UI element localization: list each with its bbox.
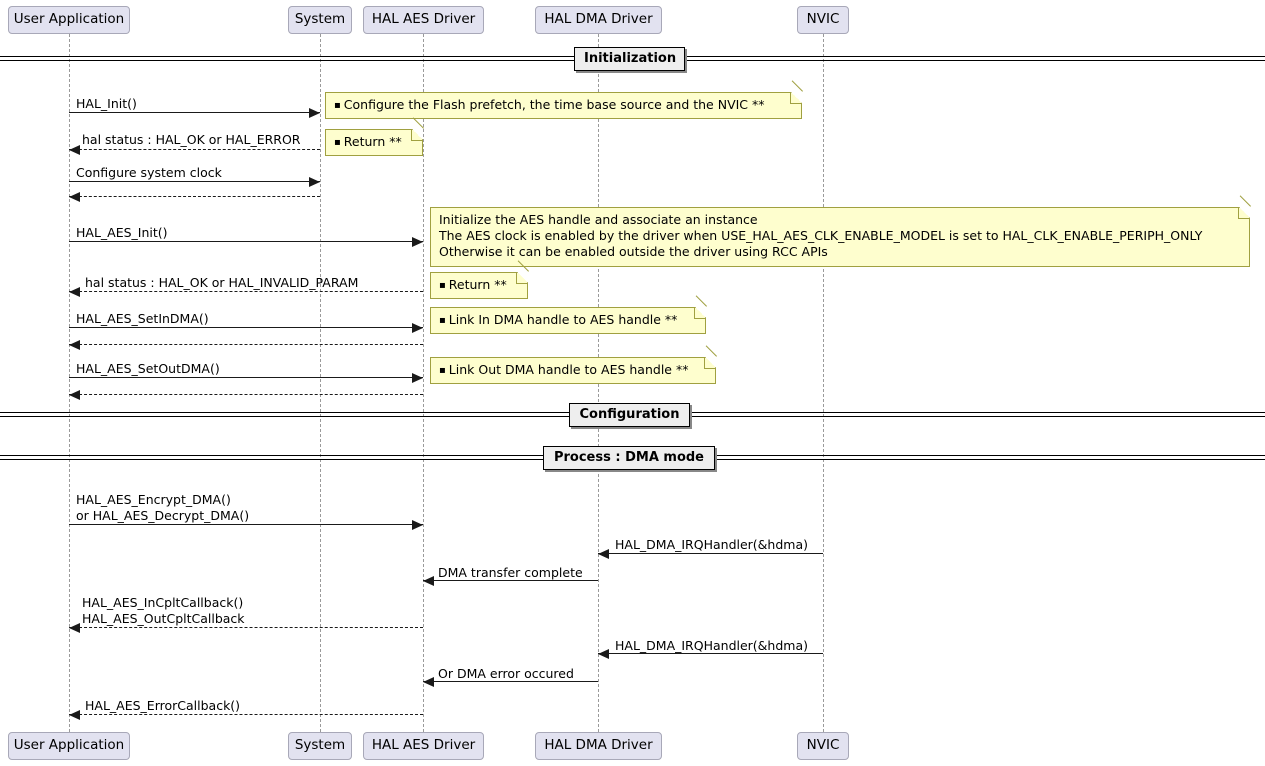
note-bullet-icon: ▪ — [439, 280, 446, 291]
message-line — [69, 196, 320, 197]
message-line — [69, 344, 423, 345]
note-fold-corner-icon — [411, 129, 423, 141]
message-line — [69, 627, 423, 628]
message-label: Or DMA error occured — [438, 666, 574, 681]
participant-aes-footer[interactable]: HAL AES Driver — [363, 732, 484, 760]
participant-system-header[interactable]: System — [288, 6, 352, 34]
participant-label: NVIC — [806, 737, 840, 754]
message-arrowhead — [309, 176, 320, 187]
message-label: hal status : HAL_OK or HAL_INVALID_PARAM — [85, 275, 359, 290]
participant-label: HAL DMA Driver — [544, 11, 653, 28]
message-line — [69, 291, 423, 292]
participant-label: User Application — [13, 737, 125, 754]
participant-aes-header[interactable]: HAL AES Driver — [363, 6, 484, 34]
message-label: HAL_AES_Encrypt_DMA() or HAL_AES_Decrypt… — [76, 492, 250, 523]
message-label: HAL_AES_SetOutDMA() — [76, 361, 220, 376]
message-label: hal status : HAL_OK or HAL_ERROR — [82, 132, 301, 147]
note-fold-corner-icon — [694, 307, 706, 319]
message-arrowhead — [69, 389, 80, 400]
lifeline-user — [69, 34, 70, 732]
participant-user-header[interactable]: User Application — [8, 6, 130, 34]
note-bullet-icon: ▪ — [439, 315, 446, 326]
message-line — [69, 524, 423, 525]
message-line — [69, 327, 423, 328]
participant-nvic-header[interactable]: NVIC — [797, 6, 849, 34]
note: ▪Return ** — [430, 272, 528, 299]
divider-label: Configuration — [569, 403, 690, 427]
message-line — [69, 394, 423, 395]
note-text: Configure the Flash prefetch, the time b… — [343, 97, 765, 112]
note-fold-corner-icon — [704, 357, 716, 369]
note-text: Initialize the AES handle and associate … — [439, 212, 1203, 259]
note: Initialize the AES handle and associate … — [430, 207, 1250, 267]
participant-label: HAL AES Driver — [371, 11, 476, 28]
participant-label: System — [294, 11, 346, 28]
participant-label: HAL DMA Driver — [544, 737, 653, 754]
note-fold-corner-icon — [1238, 207, 1250, 219]
message-line — [423, 580, 598, 581]
message-label: HAL_AES_ErrorCallback() — [85, 698, 241, 713]
note-bullet-icon: ▪ — [334, 100, 341, 111]
message-arrowhead — [69, 286, 80, 297]
note-text: Link Out DMA handle to AES handle ** — [448, 362, 689, 377]
message-arrowhead — [69, 622, 80, 633]
message-arrowhead — [412, 322, 423, 333]
message-arrowhead — [412, 372, 423, 383]
message-line — [69, 112, 320, 113]
note-text: Link In DMA handle to AES handle ** — [448, 312, 678, 327]
lifeline-system — [320, 34, 321, 732]
message-line — [69, 241, 423, 242]
participant-label: User Application — [13, 11, 125, 28]
message-label: HAL_AES_Init() — [76, 225, 168, 240]
message-line — [598, 553, 823, 554]
participant-label: System — [294, 737, 346, 754]
message-label: HAL_AES_SetInDMA() — [76, 311, 209, 326]
message-line — [69, 181, 320, 182]
note: ▪Link Out DMA handle to AES handle ** — [430, 357, 716, 384]
message-line — [69, 714, 423, 715]
participant-system-footer[interactable]: System — [288, 732, 352, 760]
message-label: DMA transfer complete — [438, 565, 583, 580]
message-arrowhead — [423, 676, 434, 687]
note-text: Return ** — [343, 134, 402, 149]
message-label: HAL_DMA_IRQHandler(&hdma) — [615, 638, 808, 653]
message-arrowhead — [598, 648, 609, 659]
message-arrowhead — [412, 519, 423, 530]
message-arrowhead — [309, 107, 320, 118]
message-arrowhead — [69, 339, 80, 350]
participant-label: NVIC — [806, 11, 840, 28]
note-fold-corner-icon — [790, 92, 802, 104]
message-arrowhead — [412, 236, 423, 247]
message-arrowhead — [598, 548, 609, 559]
lifeline-nvic — [823, 34, 824, 732]
note: ▪Return ** — [325, 129, 423, 156]
participant-nvic-footer[interactable]: NVIC — [797, 732, 849, 760]
message-line — [598, 653, 823, 654]
note: ▪Configure the Flash prefetch, the time … — [325, 92, 802, 119]
note: ▪Link In DMA handle to AES handle ** — [430, 307, 706, 334]
message-label: HAL_Init() — [76, 96, 137, 111]
message-line — [423, 681, 598, 682]
message-arrowhead — [69, 191, 80, 202]
note-bullet-icon: ▪ — [334, 137, 341, 148]
message-line — [69, 149, 320, 150]
message-arrowhead — [423, 575, 434, 586]
message-label: Configure system clock — [76, 165, 222, 180]
message-line — [69, 377, 423, 378]
message-arrowhead — [69, 144, 80, 155]
note-text: Return ** — [448, 277, 507, 292]
participant-dma-header[interactable]: HAL DMA Driver — [535, 6, 662, 34]
participant-user-footer[interactable]: User Application — [8, 732, 130, 760]
participant-label: HAL AES Driver — [371, 737, 476, 754]
message-label: HAL_AES_InCpltCallback() HAL_AES_OutCplt… — [82, 595, 245, 626]
message-label: HAL_DMA_IRQHandler(&hdma) — [615, 537, 808, 552]
divider-label: Initialization — [574, 47, 685, 71]
note-fold-corner-icon — [516, 272, 528, 284]
divider-label: Process : DMA mode — [543, 446, 715, 470]
participant-dma-footer[interactable]: HAL DMA Driver — [535, 732, 662, 760]
note-bullet-icon: ▪ — [439, 365, 446, 376]
message-arrowhead — [69, 709, 80, 720]
lifeline-aes — [423, 34, 424, 732]
